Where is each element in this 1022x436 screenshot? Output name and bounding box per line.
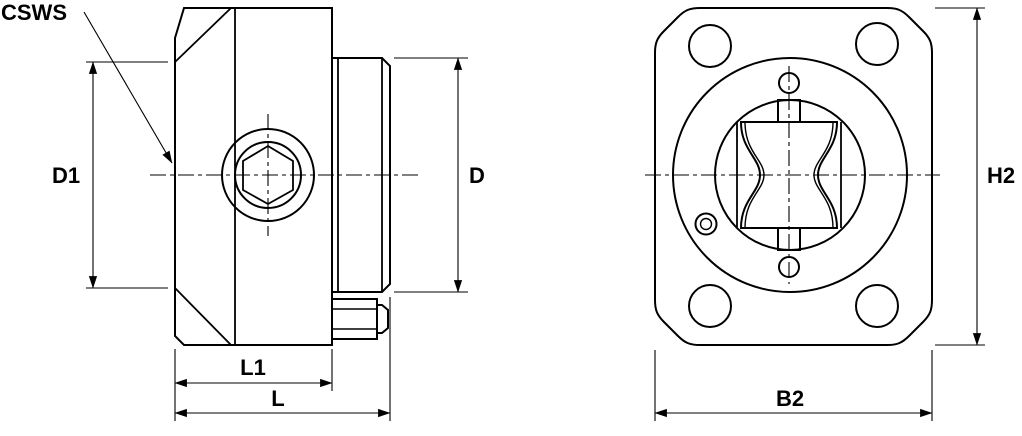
set-screw — [694, 212, 718, 236]
d1-dimension-label: D1 — [52, 163, 80, 188]
d-dimension-label: D — [469, 163, 485, 188]
dimension-d1: D1 — [52, 61, 168, 289]
set-screw-inner-circle — [699, 217, 713, 231]
dimension-l1: L1 — [174, 349, 333, 391]
front-view — [645, 7, 940, 346]
coolant-plug-body — [331, 298, 378, 340]
bolt-hole-top-right — [855, 22, 899, 66]
dimension-h2: H2 — [935, 7, 1015, 346]
bolt-hole-top-left — [688, 24, 732, 68]
bolt-hole-bottom-right — [855, 284, 899, 328]
coolant-plug-tip — [376, 304, 389, 334]
set-screw-outer-circle — [694, 212, 718, 236]
flange-plate — [654, 7, 933, 346]
bolt-hole-bottom-left — [688, 284, 732, 328]
dimension-d: D — [394, 57, 485, 293]
dimension-l: L — [174, 297, 391, 421]
h2-dimension-label: H2 — [987, 163, 1015, 188]
side-view-flange-body — [174, 7, 333, 346]
l1-dimension-label: L1 — [240, 355, 266, 380]
flange-corner-chamfer-top — [174, 7, 232, 63]
b2-dimension-label: B2 — [776, 386, 804, 411]
callout-csws: CSWS — [1, 0, 173, 164]
flange-corner-chamfer-bottom — [174, 287, 232, 346]
csws-leader-line — [83, 11, 173, 164]
dimension-b2: B2 — [654, 350, 933, 421]
coolant-plug — [331, 298, 389, 340]
taper-spool-profile — [739, 121, 839, 229]
l-dimension-label: L — [271, 386, 284, 411]
csws-callout-label: CSWS — [1, 0, 67, 25]
side-view — [150, 7, 422, 346]
